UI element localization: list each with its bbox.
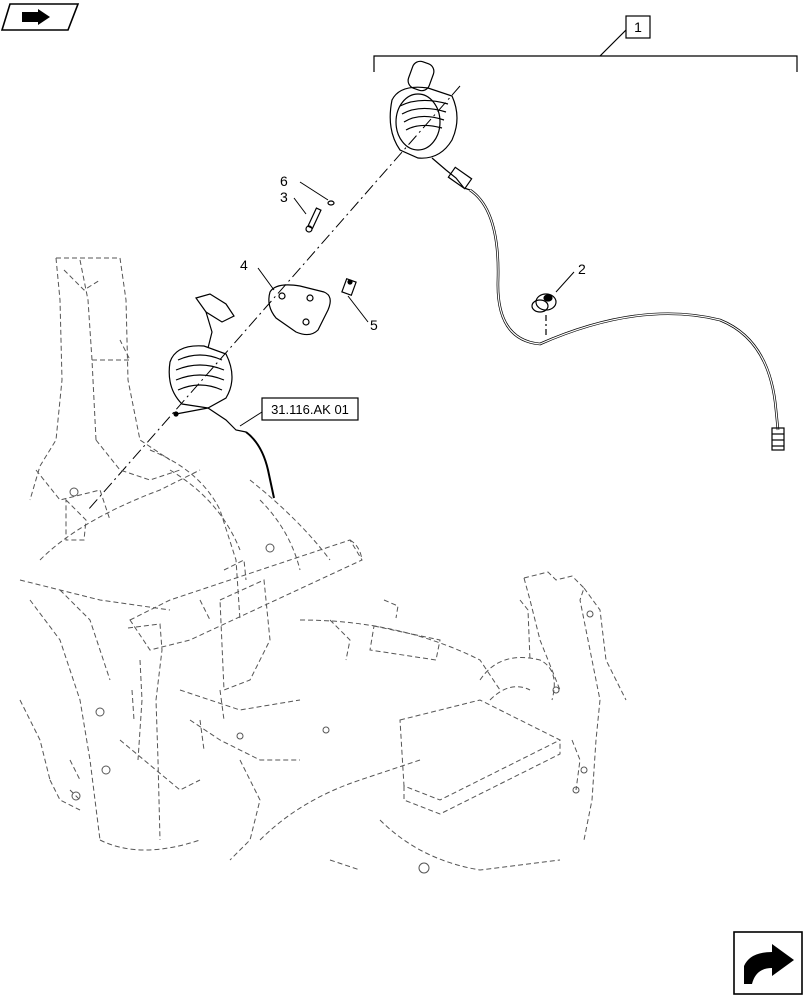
callout-label-5: 5 [370,317,378,333]
installed-lever-view [168,293,275,499]
vehicle-frame-phantom [19,257,627,871]
callout-item-3[interactable]: 3 [280,189,307,215]
callout-item-2[interactable]: 2 [555,261,586,293]
callout-item-1[interactable]: 1 [625,15,651,39]
control-lever-assembly [389,60,785,451]
callout-item-5[interactable]: 5 [347,295,378,333]
callout-item-4[interactable]: 4 [240,257,275,291]
assembly-axis-line [87,85,461,511]
assembly-bracket [373,29,798,72]
callout-label-2: 2 [578,261,586,277]
callout-label-3: 3 [280,189,288,205]
callout-label-4: 4 [240,257,248,273]
cross-reference-label: 31.116.AK 01 [271,402,349,417]
callout-label-6: 6 [280,173,288,189]
nut-part [341,277,357,297]
next-page-arrow-icon[interactable] [733,931,803,995]
frame-detail-holes [69,487,594,874]
screw-part [305,200,335,233]
callout-label-1: 1 [634,19,642,35]
mounting-plate-part [268,284,331,336]
book-pointer-icon[interactable] [0,3,80,31]
cross-reference-box[interactable]: 31.116.AK 01 [239,397,359,427]
callout-item-6[interactable]: 6 [280,173,329,201]
grommet-part [531,293,557,335]
